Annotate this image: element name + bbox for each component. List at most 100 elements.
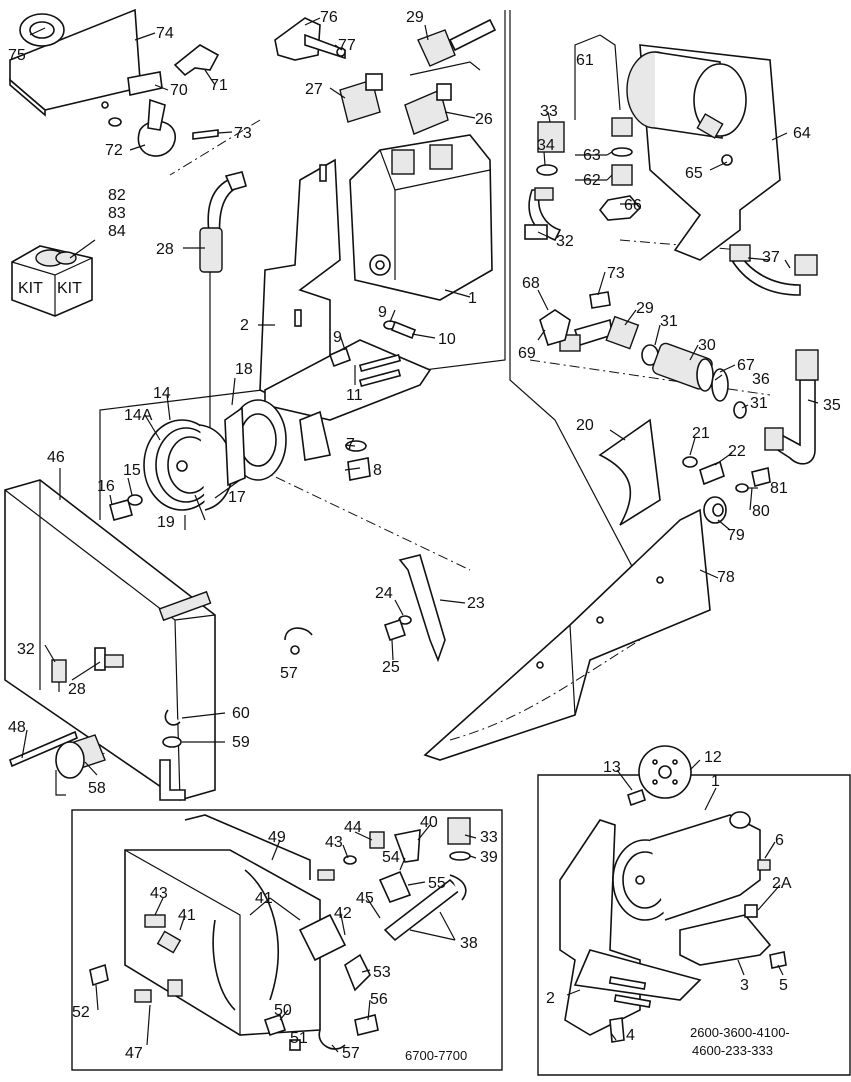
callout-73-mid: 73 [607,265,625,282]
callout-83: 83 [108,205,126,222]
callout-27: 27 [305,81,323,98]
kit-label-left: KIT [18,280,43,297]
switch-32-left [51,659,67,692]
callout-numbers: 75 74 76 77 29 71 70 27 26 73 72 82 83 8… [8,9,841,1062]
callout-2A: 2A [772,875,792,892]
callout-6: 6 [775,832,784,849]
callout-26: 26 [475,111,493,128]
shield-20 [598,418,661,526]
callout-32-left: 32 [17,641,35,658]
clutch-coil-17 [224,399,287,487]
bolt-22 [699,460,725,486]
callout-32-upper: 32 [556,233,574,250]
washer-21 [682,456,698,468]
callout-41-right: 41 [255,890,273,907]
callout-31-upper: 31 [660,313,678,330]
callout-56: 56 [370,991,388,1008]
callout-10: 10 [438,331,456,348]
callout-21: 21 [692,425,710,442]
callout-50: 50 [274,1002,292,1019]
callout-58: 58 [88,780,106,797]
callout-14: 14 [153,385,171,402]
callout-39: 39 [480,849,498,866]
callout-31-lower: 31 [750,395,768,412]
callout-34: 34 [537,137,555,154]
spacer-79 [703,496,727,524]
kit-box: KIT KIT [11,239,96,317]
callout-76: 76 [320,9,338,26]
callout-54: 54 [382,849,400,866]
callout-28-upper: 28 [156,241,174,258]
callout-55: 55 [428,875,446,892]
bolt-16 [109,499,133,521]
hose-28 [199,171,247,273]
shield-78 [423,508,711,761]
callout-24: 24 [375,585,393,602]
callout-18: 18 [235,361,253,378]
clutch-pulley-14 [143,419,234,511]
callout-45: 45 [356,890,374,907]
inset-alt-compressor: 2600-3600-4100- 4600-233-333 [537,745,851,1076]
callout-64: 64 [793,125,811,142]
clip-60 [164,709,181,726]
compressor-1 [349,134,493,301]
hose-assembly-29-36 [559,315,747,419]
callout-7: 7 [346,436,355,453]
callout-13: 13 [603,759,621,776]
kit-label-right: KIT [57,280,82,297]
callout-38: 38 [460,935,478,952]
callout-60: 60 [232,705,250,722]
callout-79: 79 [727,527,745,544]
callout-33-inset: 33 [480,829,498,846]
callout-57-inset: 57 [342,1045,360,1062]
callout-57-main: 57 [280,665,298,682]
bolt-48 [9,730,78,768]
callout-19: 19 [157,514,175,531]
callout-20: 20 [576,417,594,434]
callout-62: 62 [583,172,601,189]
callout-16: 16 [97,478,115,495]
nut-66 [598,195,642,221]
callout-77: 77 [338,37,356,54]
inset-left-caption: 6700-7700 [405,1048,467,1063]
clip-68-69 [539,309,571,346]
callout-11: 11 [346,387,363,404]
inset-6700-7700: 6700-7700 [71,809,503,1071]
callout-12: 12 [704,749,722,766]
callout-42: 42 [334,905,352,922]
callout-63: 63 [583,147,601,164]
callout-68: 68 [522,275,540,292]
callout-29-mid: 29 [636,300,654,317]
bolt-73-upper [192,129,219,140]
fitting-61-63-62 [611,117,633,186]
callout-49: 49 [268,829,286,846]
callout-78: 78 [717,569,735,586]
callout-51: 51 [290,1030,308,1047]
fitting-29-top [409,18,497,76]
callout-40: 40 [420,814,438,831]
callout-35: 35 [823,397,841,414]
washer-15 [127,494,143,506]
callout-41-left: 41 [178,907,196,924]
callout-72: 72 [105,142,123,159]
callout-71: 71 [210,77,228,94]
callout-1-main: 1 [468,290,477,307]
callout-37: 37 [762,249,780,266]
inset-right-caption-2: 4600-233-333 [692,1043,773,1058]
fitting-28-left [94,647,124,671]
callout-48: 48 [8,719,26,736]
callout-70: 70 [170,82,188,99]
washer-34 [536,164,558,176]
callout-33-upper: 33 [540,103,558,120]
callout-66: 66 [624,197,642,214]
callout-17: 17 [228,489,246,506]
callout-47: 47 [125,1045,143,1062]
leader-lines [21,17,819,1053]
callout-84: 84 [108,223,126,240]
callout-74: 74 [156,25,174,42]
bolt-24-25 [383,615,412,642]
callout-81: 81 [770,480,788,497]
clip-57 [284,627,313,655]
callout-22: 22 [728,443,746,460]
clip-71 [173,44,220,77]
